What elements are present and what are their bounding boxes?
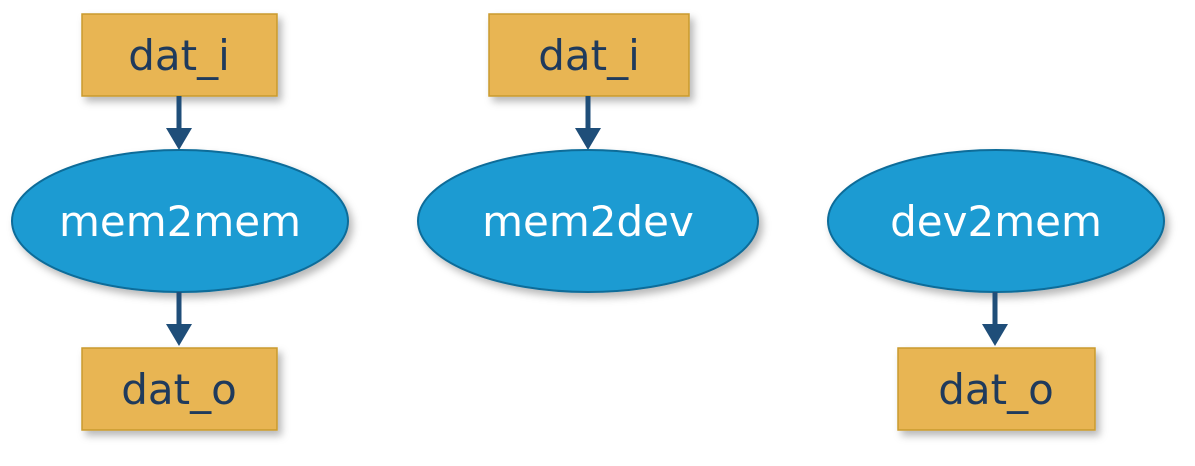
dev2mem-output-arrow <box>982 292 1008 346</box>
mem2mem-input-label: dat_i <box>128 31 230 80</box>
mem2dev-input-arrow <box>575 96 601 150</box>
mem2mem-output-box: dat_o <box>81 347 278 431</box>
mem2mem-output-label: dat_o <box>121 365 237 414</box>
mem2mem-input-arrow <box>166 96 192 150</box>
mem2mem-output-arrow <box>166 292 192 346</box>
dev2mem-node-label: dev2mem <box>890 197 1102 246</box>
dev2mem-output-box: dat_o <box>897 347 1096 431</box>
mem2mem-group: dat_i mem2mem dat_o <box>11 13 349 431</box>
mem2mem-input-box: dat_i <box>81 13 278 97</box>
mem2mem-node-label: mem2mem <box>59 197 301 246</box>
mem2mem-node: mem2mem <box>11 149 349 293</box>
mem2dev-input-box: dat_i <box>488 13 690 97</box>
mem2dev-node-label: mem2dev <box>482 197 694 246</box>
dev2mem-node: dev2mem <box>827 149 1165 293</box>
mem2dev-group: dat_i mem2dev <box>417 13 759 293</box>
mem2dev-input-label: dat_i <box>538 31 640 80</box>
dev2mem-output-label: dat_o <box>938 365 1054 414</box>
dev2mem-group: dev2mem dat_o <box>827 149 1165 431</box>
mem2dev-node: mem2dev <box>417 149 759 293</box>
